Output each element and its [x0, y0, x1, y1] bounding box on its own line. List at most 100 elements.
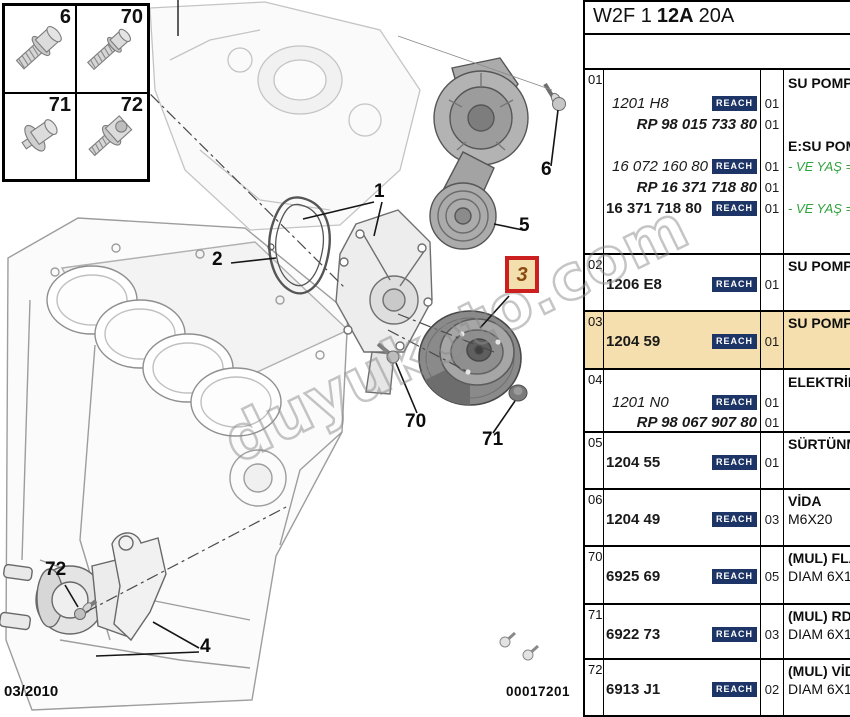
reach-badge[interactable]: REACH: [711, 626, 757, 642]
quantity: [761, 72, 783, 93]
quantity: [761, 257, 783, 275]
legend-cell-6: 6: [4, 5, 76, 93]
quantity-column: 01: [761, 433, 784, 488]
callout-3[interactable]: 3: [505, 256, 539, 293]
reach-badge[interactable]: REACH: [711, 159, 757, 174]
description-text: - VE YAŞ =: [788, 159, 850, 174]
description-text: SÜRTÜNME: [788, 436, 850, 452]
reach-badge[interactable]: REACH: [711, 454, 757, 470]
description-column: SU POMPASI: [784, 312, 850, 368]
quantity: 01: [764, 333, 780, 349]
callout-70: 70: [405, 411, 427, 432]
ref-number: 06: [585, 490, 604, 545]
ref-number: 72: [585, 660, 604, 715]
description-text: M6X20: [788, 511, 833, 527]
quantity: [761, 435, 783, 453]
stud-bolts-drawing: [499, 631, 540, 661]
callout-5: 5: [519, 215, 530, 236]
quantity: [761, 662, 783, 680]
reach-badge[interactable]: REACH: [711, 201, 757, 216]
quantity: [761, 492, 783, 510]
reach-badge[interactable]: REACH: [711, 511, 757, 527]
page-code-prefix: W2F 1: [593, 5, 652, 27]
description-text: DIAM 6X10: [788, 626, 850, 642]
quantity: 01: [764, 117, 780, 132]
callout-4: 4: [200, 636, 211, 657]
part-number: 6925 69: [606, 567, 661, 585]
quantity-column: 01: [761, 255, 784, 310]
description-text: ELEKTRİK: [788, 374, 850, 390]
ref-number: 04: [585, 370, 604, 431]
part-number-column: 6922 73 REACH: [604, 605, 761, 658]
quantity: 01: [764, 454, 780, 470]
reach-badge[interactable]: REACH: [711, 394, 757, 410]
part-number: 1201 H8: [612, 95, 669, 112]
legend-ref-70: 70: [120, 6, 143, 28]
page-code-suffix: 20A: [698, 5, 735, 27]
description-column: (MUL) RDLDIAM 6X10: [784, 605, 850, 658]
quantity: [761, 372, 783, 392]
reach-badge[interactable]: REACH: [711, 276, 757, 292]
part-number: 1201 N0: [612, 393, 669, 411]
reach-badge[interactable]: REACH: [711, 568, 757, 584]
belt-tensioner-drawing: [429, 57, 529, 250]
ref-number: 05: [585, 433, 604, 488]
description-text: SU POMPASI: [788, 74, 850, 91]
legend-ref-71: 71: [48, 93, 71, 116]
reach-badge[interactable]: REACH: [711, 96, 757, 111]
part-number-column: 6925 69 REACH: [604, 547, 761, 603]
description-text: DIAM 6X10: [788, 568, 850, 584]
ref-number: 02: [585, 255, 604, 310]
hex-screw-icon: [86, 28, 132, 71]
flanged-hex-bolt-icon: [15, 26, 62, 70]
part-number: 1204 59: [606, 332, 661, 350]
reach-badge[interactable]: REACH: [711, 333, 757, 349]
quantity: 01: [764, 159, 780, 174]
ref-number: 70: [585, 547, 604, 603]
description-text: - VE YAŞ =: [788, 201, 850, 216]
stud-washer-bolt-icon: [88, 114, 133, 156]
quantity-column: 03: [761, 490, 784, 545]
description-column: SU POMPASIE:SU POMP- VE YAŞ =- VE YAŞ =: [784, 70, 850, 253]
legend-ref-72: 72: [120, 93, 143, 116]
description-text: DIAM 6X10: [788, 681, 850, 697]
washer-bolt-icon: [21, 118, 58, 152]
cylinder-head-drawing: [149, 0, 421, 231]
water-pump-gasket-drawing: [267, 196, 331, 295]
fastener-legend: 6 70: [2, 3, 150, 182]
reach-badge[interactable]: REACH: [711, 681, 757, 697]
part-number: 6922 73: [606, 625, 661, 643]
callout-6: 6: [541, 159, 552, 180]
water-pump-drawing: [335, 209, 433, 395]
quantity: [761, 607, 783, 625]
nut-71-drawing: [508, 384, 528, 402]
callout-1: 1: [374, 181, 385, 202]
drawing-number: 00017201: [506, 684, 571, 699]
callout-2: 2: [212, 249, 223, 270]
ref-number: 01: [585, 70, 604, 253]
callout-71: 71: [482, 429, 504, 450]
description-text: (MUL) VİDA: [788, 663, 850, 679]
quantity: 01: [764, 394, 780, 410]
description-text: (MUL) FLA: [788, 550, 850, 566]
part-number: 16 072 160 80: [612, 158, 708, 175]
